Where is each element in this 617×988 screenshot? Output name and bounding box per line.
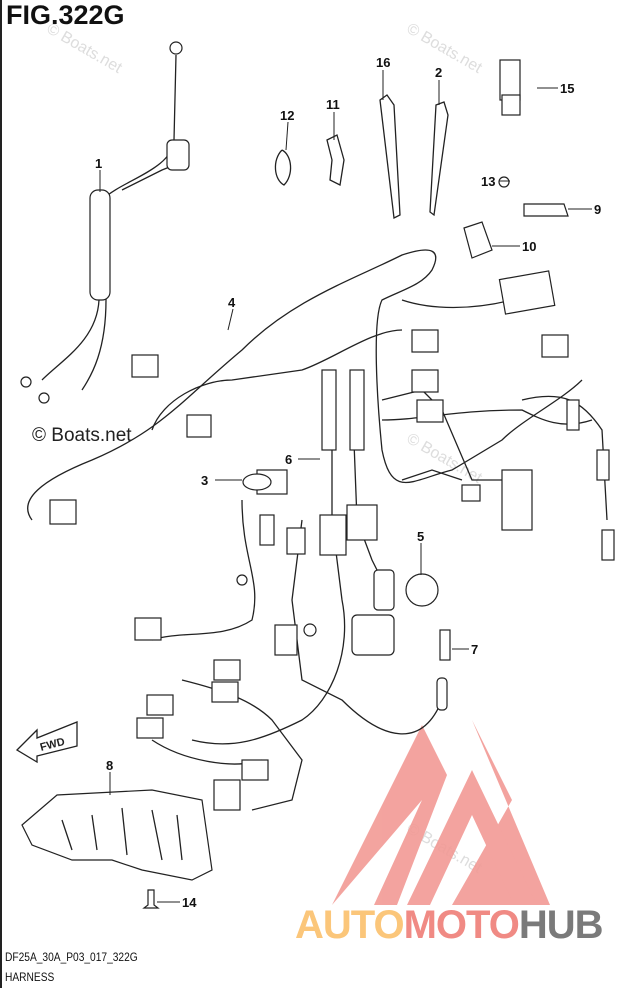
automotohub-logo: AUTOMOTOHUB	[295, 903, 604, 948]
callout-5: 5	[417, 529, 424, 544]
callout-6: 6	[285, 452, 292, 467]
callouts: 1 2 3 4 5 6 7 8 9 10 11 12 13 14 15 16	[95, 55, 601, 910]
logo-triangle	[332, 720, 550, 905]
diagram-name: HARNESS	[5, 970, 55, 984]
connectors	[49, 270, 615, 811]
callout-2: 2	[435, 65, 442, 80]
callout-12: 12	[280, 108, 294, 123]
callout-7: 7	[471, 642, 478, 657]
part-8-cover	[21, 789, 213, 881]
callout-15: 15	[560, 81, 574, 96]
part-14-screw	[142, 889, 160, 909]
part-1-battery-cable	[20, 41, 190, 404]
callout-3: 3	[201, 473, 208, 488]
figure-title: FIG.322G	[6, 0, 125, 30]
watermark: © Boats.net	[32, 425, 132, 446]
callout-14: 14	[182, 895, 197, 910]
callout-8: 8	[106, 758, 113, 773]
logo-part-hub: HUB	[518, 903, 604, 947]
small-parts	[274, 59, 569, 259]
callout-4: 4	[228, 295, 236, 310]
logo-part-moto: MOTO	[403, 903, 520, 947]
callout-9: 9	[594, 202, 601, 217]
callout-16: 16	[376, 55, 390, 70]
callout-13: 13	[481, 174, 495, 189]
diagram-code: DF25A_30A_P03_017_322G	[5, 950, 138, 964]
callout-11: 11	[326, 97, 340, 112]
callout-1: 1	[95, 156, 102, 171]
callout-10: 10	[522, 239, 536, 254]
fwd-arrow-icon: FWD	[15, 721, 78, 764]
logo-part-auto: AUTO	[295, 903, 405, 947]
